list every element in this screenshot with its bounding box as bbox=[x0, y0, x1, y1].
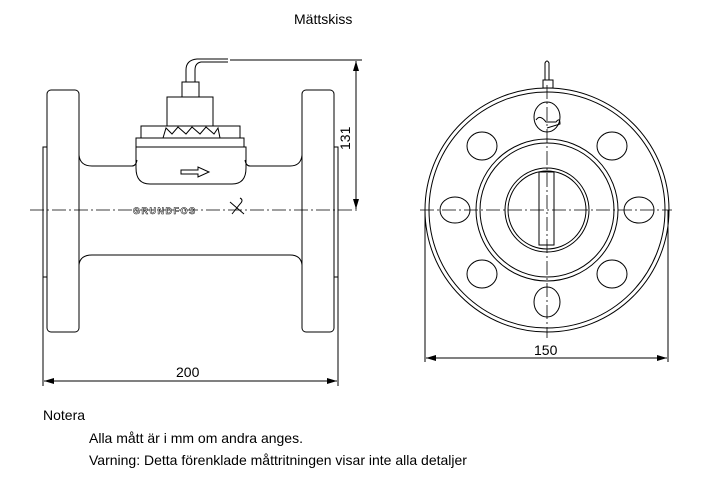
crown-teeth bbox=[162, 126, 221, 139]
body-top-left bbox=[78, 154, 138, 167]
note-line: Alla mått är i mm om andra anges. bbox=[89, 430, 303, 446]
flange-right bbox=[301, 89, 335, 333]
sensor-cable bbox=[185, 58, 228, 82]
sensor-detail bbox=[535, 116, 561, 129]
body-top-right bbox=[244, 154, 303, 167]
flange-face-left bbox=[42, 146, 48, 278]
sensor-cap bbox=[166, 96, 214, 127]
flow-arrow-icon bbox=[180, 166, 211, 178]
dim-length-label: 200 bbox=[176, 364, 200, 380]
sensor-stalk bbox=[544, 60, 550, 80]
side-view: GRUNDFOS 131 200 bbox=[30, 58, 362, 386]
dim-height-label: 131 bbox=[337, 126, 353, 150]
bolt-hole bbox=[466, 131, 498, 161]
meter-housing bbox=[135, 146, 247, 185]
brand-logo: GRUNDFOS bbox=[133, 206, 197, 216]
notes-heading: Notera bbox=[43, 407, 86, 423]
body-bottom bbox=[78, 254, 303, 266]
brand-x-icon bbox=[229, 197, 245, 215]
sensor-head bbox=[542, 79, 554, 89]
bolt-hole bbox=[596, 259, 628, 289]
page-title: Mättskiss bbox=[294, 11, 353, 27]
bolt-hole bbox=[596, 131, 628, 161]
flange-left bbox=[46, 89, 80, 333]
flange-face-right bbox=[333, 146, 339, 278]
bolt-hole bbox=[466, 259, 498, 289]
end-view: 150 bbox=[420, 60, 672, 362]
vane bbox=[538, 171, 555, 246]
meter-crown bbox=[140, 125, 241, 139]
sensor-nut bbox=[181, 81, 200, 98]
dim-diameter-label: 150 bbox=[534, 342, 558, 358]
note-line: Varning: Detta förenklade måttritningen … bbox=[89, 452, 467, 468]
meter-cover bbox=[135, 137, 245, 148]
